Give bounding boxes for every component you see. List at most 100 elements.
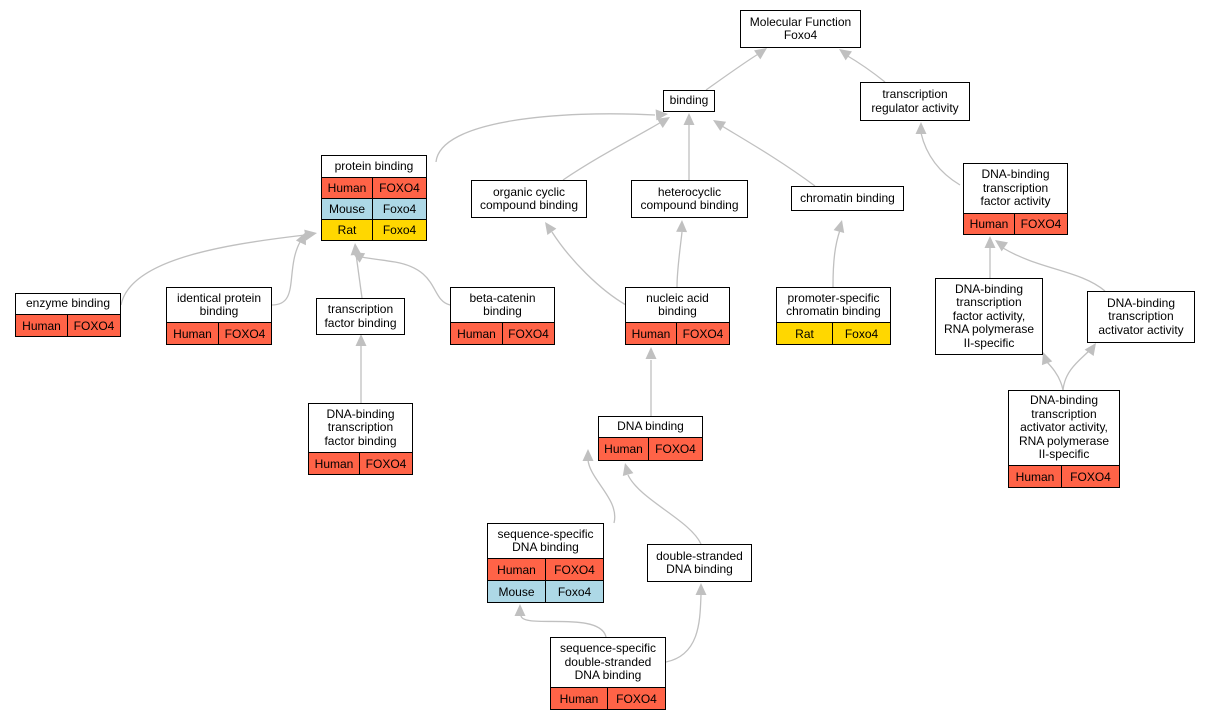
go-term-transcription-factor-binding[interactable]: transcription factor binding	[316, 298, 405, 335]
go-term-chromatin-binding[interactable]: chromatin binding	[791, 186, 904, 211]
edge-line	[676, 231, 683, 288]
edge-line	[845, 54, 886, 83]
edge-dna-binding-activator-activity-rna-pol-ii-to-dna-binding-transcription-activator-activity	[1062, 343, 1096, 391]
go-term-label: sequence-specific DNA binding	[487, 523, 604, 559]
arrowhead-icon	[304, 229, 317, 241]
go-term-label: protein binding	[321, 155, 427, 178]
species-cell: Human	[1008, 465, 1062, 488]
go-term-molecular-function[interactable]: Molecular Function Foxo4	[740, 10, 861, 48]
gene-symbol-cell: FOXO4	[545, 558, 604, 581]
species-cell: Human	[598, 437, 649, 461]
edge-line	[562, 120, 664, 181]
species-cell: Mouse	[487, 580, 546, 603]
arrowhead-icon	[655, 109, 668, 121]
species-cell: Human	[963, 213, 1015, 235]
edge-dna-binding-activator-activity-rna-pol-ii-to-dna-binding-tf-activity-rna-pol-ii	[1041, 352, 1064, 391]
species-cell: Human	[15, 314, 68, 337]
edge-line	[920, 132, 961, 186]
go-term-label: DNA-binding transcription factor activit…	[963, 163, 1068, 214]
gene-symbol-cell: FOXO4	[1061, 465, 1120, 488]
edge-line	[271, 241, 301, 306]
species-cell: Human	[625, 322, 677, 345]
go-term-binding[interactable]: binding	[663, 90, 715, 112]
go-term-label: DNA-binding transcription activator acti…	[1008, 390, 1120, 466]
go-term-organic-cyclic-compound-binding[interactable]: organic cyclic compound binding	[471, 180, 587, 218]
edge-sequence-specific-dna-binding-to-dna-binding	[582, 449, 616, 524]
edge-dna-binding-transcription-factor-binding-to-transcription-factor-binding	[355, 334, 367, 403]
go-term-label: transcription factor binding	[316, 298, 405, 335]
edge-line	[665, 594, 702, 663]
arrowhead-icon	[514, 604, 526, 616]
gene-symbol-cell: Foxo4	[372, 198, 427, 220]
go-term-label: beta-catenin binding	[450, 287, 555, 323]
go-term-transcription-regulator-activity[interactable]: transcription regulator activity	[860, 82, 970, 121]
edge-line	[520, 614, 607, 638]
edge-chromatin-binding-to-binding	[713, 120, 816, 187]
species-cell: Human	[321, 177, 373, 199]
go-term-label: DNA binding	[598, 416, 703, 438]
arrowhead-icon	[656, 117, 670, 129]
go-term-label: binding	[663, 90, 715, 112]
gene-symbol-cell: FOXO4	[218, 322, 272, 345]
go-term-label: double-stranded DNA binding	[647, 544, 752, 582]
arrowhead-icon	[1084, 343, 1096, 356]
edge-line	[705, 52, 761, 91]
go-term-dna-binding-transcription-activator-activity[interactable]: DNA-binding transcription activator acti…	[1087, 291, 1195, 343]
species-cell: Human	[450, 322, 503, 345]
edge-sequence-specific-double-stranded-dna-binding-to-sequence-specific-dna-binding	[514, 604, 607, 638]
edge-dna-binding-tf-activity-rna-pol-ii-to-dna-binding-transcription-factor-activity	[984, 236, 996, 278]
edge-line	[1062, 349, 1091, 391]
arrowhead-icon	[839, 49, 852, 61]
species-cell: Mouse	[321, 198, 373, 220]
arrowhead-icon	[352, 252, 366, 263]
species-cell: Human	[487, 558, 546, 581]
go-term-sequence-specific-double-stranded-dna-binding[interactable]: sequence-specific double-stranded DNA bi…	[550, 637, 666, 710]
go-term-label: heterocyclic compound binding	[631, 180, 748, 218]
edge-double-stranded-dna-binding-to-dna-binding	[622, 463, 702, 545]
go-term-dna-binding-activator-activity-rna-pol-ii[interactable]: DNA-binding transcription activator acti…	[1008, 390, 1120, 488]
edge-line	[627, 474, 702, 545]
edge-binding-to-molecular-function	[705, 48, 767, 91]
edge-line	[435, 113, 656, 163]
go-term-double-stranded-dna-binding[interactable]: double-stranded DNA binding	[647, 544, 752, 582]
gene-symbol-cell: FOXO4	[372, 177, 427, 199]
species-cell: Human	[166, 322, 219, 345]
edge-dna-binding-transcription-factor-activity-to-transcription-regulator-activity	[915, 122, 961, 186]
arrowhead-icon	[695, 583, 707, 595]
edge-line	[355, 253, 363, 299]
go-term-dna-binding-tf-activity-rna-pol-ii[interactable]: DNA-binding transcription factor activit…	[935, 278, 1043, 355]
arrowhead-icon	[545, 222, 557, 235]
edge-nucleic-acid-binding-to-organic-cyclic-compound-binding	[545, 222, 627, 306]
go-term-label: chromatin binding	[791, 186, 904, 211]
go-term-heterocyclic-compound-binding[interactable]: heterocyclic compound binding	[631, 180, 748, 218]
gene-symbol-cell: FOXO4	[359, 452, 413, 475]
go-term-dna-binding-transcription-factor-activity[interactable]: DNA-binding transcription factor activit…	[963, 163, 1068, 235]
gene-symbol-cell: FOXO4	[1014, 213, 1068, 235]
arrowhead-icon	[355, 334, 367, 346]
edge-dna-binding-to-nucleic-acid-binding	[645, 347, 657, 416]
go-term-dna-binding-transcription-factor-binding[interactable]: DNA-binding transcription factor binding…	[308, 403, 413, 475]
arrowhead-icon	[645, 347, 657, 359]
go-term-label: organic cyclic compound binding	[471, 180, 587, 218]
